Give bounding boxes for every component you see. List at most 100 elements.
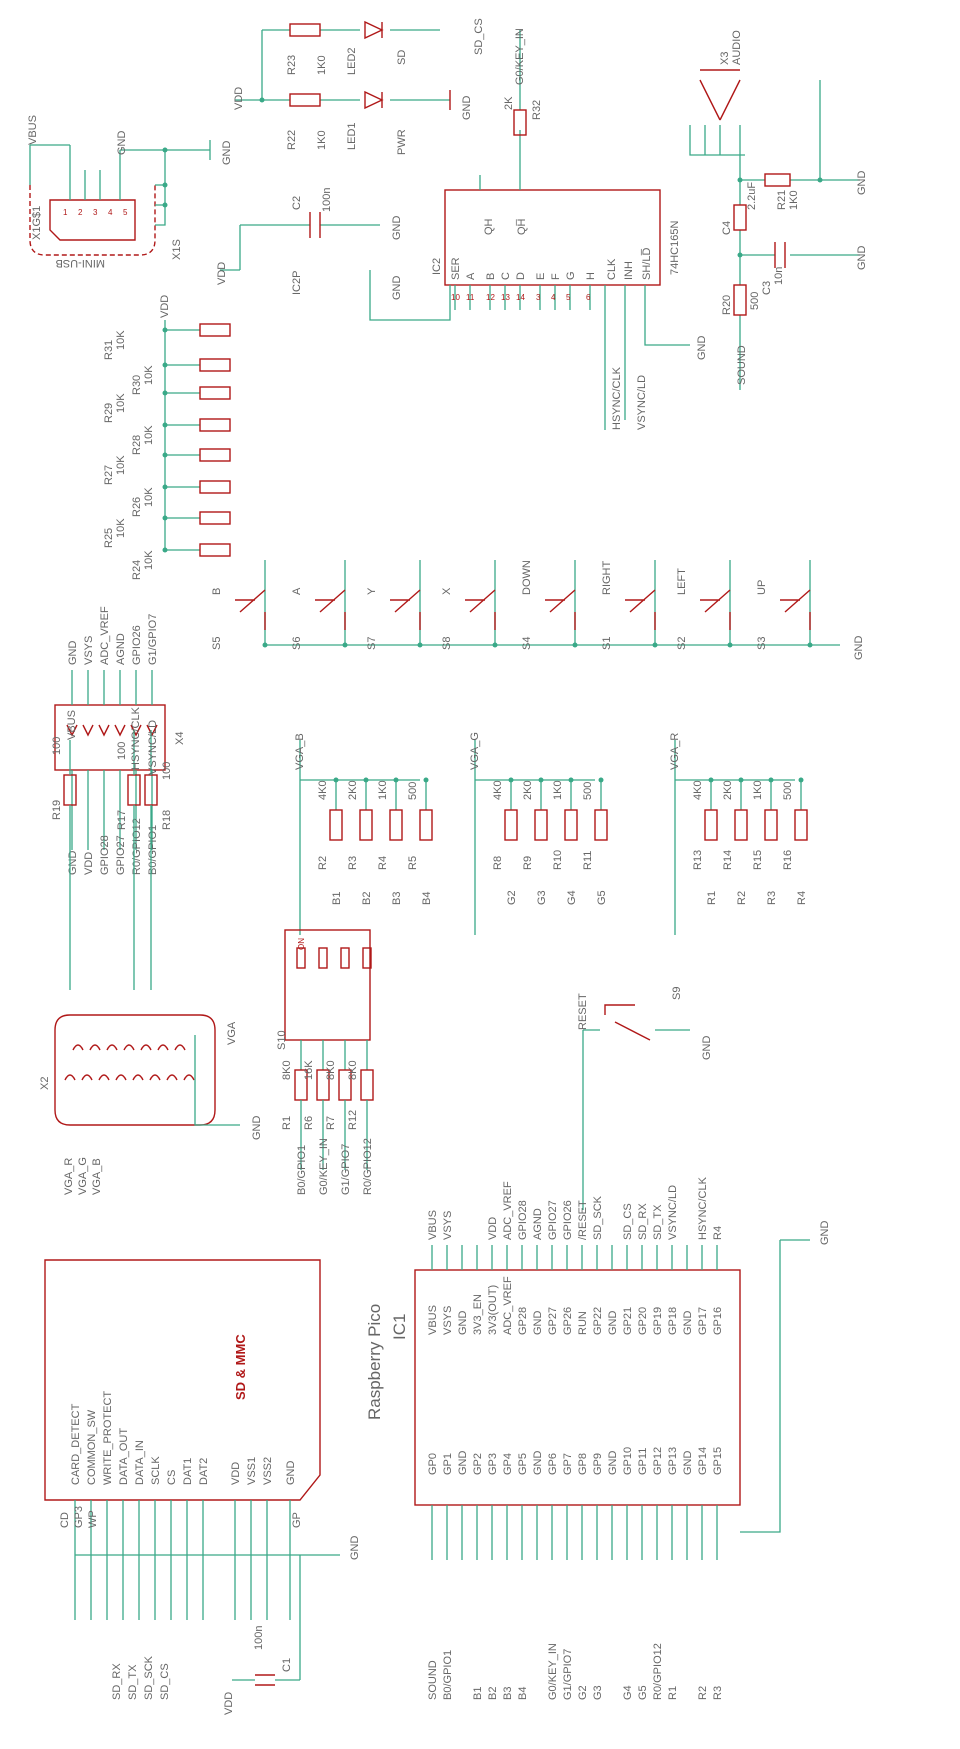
sd-gnd: GND (349, 1536, 361, 1561)
dac-resistor (419, 809, 433, 841)
vga-label: VGA (226, 1021, 238, 1045)
dac-resistor (389, 809, 403, 841)
r20-value: 500 (749, 292, 761, 310)
pico-top-pin: GP19 (652, 1307, 664, 1335)
x4-pin (66, 724, 78, 737)
pico-top-pin: VBUS (427, 1305, 439, 1335)
r32-value: 2K (503, 96, 515, 110)
pico-bot-pin: GP2 (472, 1453, 484, 1475)
pico-bot-pin: GP15 (712, 1447, 724, 1475)
pico-bot-net: G4 (622, 1685, 634, 1700)
sd-pin-label: VSS1 (246, 1457, 258, 1485)
dac-resistor-value: 1K0 (377, 780, 389, 800)
dac-signal: G3 (536, 890, 548, 905)
pullup-resistor (199, 386, 231, 400)
dac-resistor-value: 2K0 (347, 780, 359, 800)
vga-connector: X2 VGA R19 100 R17 100 R18 100 VBUS HSYN… (39, 706, 263, 1195)
ic2-pin-number: 11 (466, 293, 475, 302)
pullup-name: R27 (103, 465, 115, 485)
net-key-in: G0/KEY_IN (514, 28, 526, 85)
sd-pin-label: DAT1 (182, 1458, 194, 1485)
dac-signal: B4 (421, 892, 433, 905)
dip-res-value: 8K0 (347, 1060, 359, 1080)
junction (568, 777, 574, 783)
ic2-pin-label: G (565, 271, 577, 280)
r17-name: R17 (116, 810, 128, 830)
button-label: A (291, 587, 303, 595)
hsync-net: HSYNC/CLK (611, 366, 623, 430)
svg-text:1: 1 (63, 208, 68, 217)
c3-value: 10n (773, 267, 785, 285)
pico-top-net: SD_RX (637, 1203, 649, 1240)
svg-text:3: 3 (93, 208, 98, 217)
ic2-part: 74HC165N (669, 221, 681, 275)
ic2-pin-number: 13 (501, 293, 510, 302)
vga-pin (183, 1074, 195, 1081)
ic2-pin-number: 6 (586, 293, 591, 302)
pullup-resistor (199, 358, 231, 372)
r23-name: R23 (286, 55, 298, 75)
c4-name: C4 (721, 221, 733, 235)
x4-name: X4 (174, 732, 186, 745)
pullup-resistor (199, 448, 231, 462)
reset-switch: RESET S9 GND (577, 987, 713, 1210)
button-ref: S6 (291, 637, 303, 650)
pico-bot-pin: GP9 (592, 1453, 604, 1475)
pico-top-pin: ADC_VREF (502, 1276, 514, 1335)
dac-net: VGA_R (669, 733, 681, 770)
x4-right-label: AGND (115, 633, 127, 665)
pullup-name: R26 (131, 497, 143, 517)
junction (417, 642, 423, 648)
pico-top-pin: GP21 (622, 1307, 634, 1335)
junction (162, 390, 168, 396)
pullup-resistor (199, 480, 231, 494)
dac-resistor-value: 1K0 (752, 780, 764, 800)
pullup-name: R28 (131, 435, 143, 455)
ic2-pin-number: 10 (451, 293, 460, 302)
ic2-pin-number: 5 (566, 293, 571, 302)
c1-name: C1 (281, 1658, 293, 1672)
vga-pin (115, 1074, 127, 1081)
dac-net: VGA_G (469, 732, 481, 770)
pullup-resistor (199, 323, 231, 337)
r32-name: R32 (531, 100, 543, 120)
s9-name: S9 (671, 987, 683, 1000)
ic2-pin-number: 14 (516, 293, 525, 302)
pullup-name: R31 (103, 340, 115, 360)
r20-name: R20 (721, 295, 733, 315)
dac-signal: B2 (361, 892, 373, 905)
dac-resistor-value: 2K0 (722, 780, 734, 800)
pico-bot-net: B1 (472, 1687, 484, 1700)
r17-value: 100 (116, 742, 128, 760)
junction (768, 777, 774, 783)
junction (508, 777, 514, 783)
dac-resistor (329, 809, 343, 841)
vga-pin (149, 1074, 161, 1081)
dip-res-value: 8K0 (325, 1060, 337, 1080)
ic2-gnd-3: GND (391, 276, 403, 301)
button-switch (780, 589, 811, 630)
c4-value: 2.2uF (746, 182, 758, 210)
junction (363, 777, 369, 783)
pico-bot-net: R3 (712, 1686, 724, 1700)
dac-resistor-name: R5 (407, 856, 419, 870)
pico-bot-net: B0/GPIO1 (442, 1650, 454, 1700)
button-label: LEFT (676, 568, 688, 595)
dac-signal: B3 (391, 892, 403, 905)
pico-top-net: SD_SCK (592, 1195, 604, 1240)
pico-top-pin: GND (457, 1311, 469, 1336)
pico-top-pin: RUN (577, 1311, 589, 1335)
junction (162, 515, 168, 521)
sd-pin-label: SCLK (150, 1456, 162, 1485)
led1-name: LED1 (346, 122, 358, 150)
ic2-inh: INH (623, 261, 635, 280)
svg-text:5: 5 (123, 208, 128, 217)
led-gnd: GND (461, 96, 473, 121)
x4-right-label: GPIO26 (131, 625, 143, 665)
pico-bot-net: G0/KEY_IN (547, 1643, 559, 1700)
junction (262, 642, 268, 648)
pico-name: IC1 (390, 1314, 409, 1340)
s10-on: ON (297, 938, 306, 950)
